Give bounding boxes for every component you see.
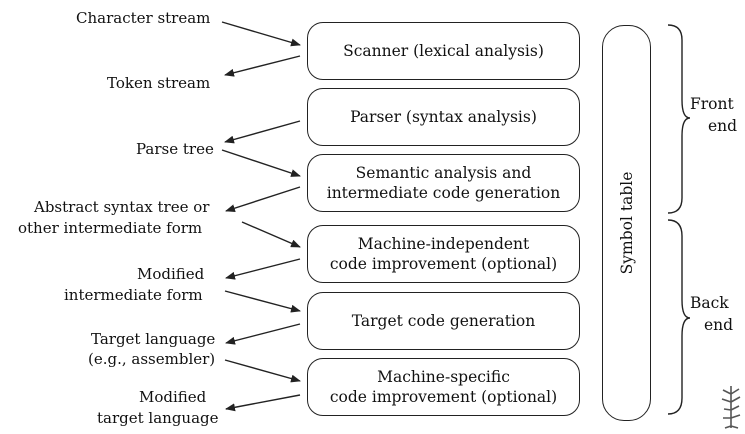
- stage-target-text: Target code generation: [351, 312, 536, 330]
- front-end-line2: end: [708, 117, 738, 135]
- back-end-line1: Back: [690, 294, 729, 312]
- stage-parser-text: Parser (syntax analysis): [350, 108, 537, 126]
- arrow-parser-to-parsetree: [224, 120, 301, 144]
- arrow-scanner-to-token: [224, 55, 301, 77]
- back-end-brace: [667, 219, 691, 415]
- stage-ms-line2: code improvement (optional): [329, 388, 558, 406]
- publisher-logo-icon: [721, 386, 741, 429]
- stage-mi-line1: Machine-independent: [357, 235, 530, 253]
- arrow-target-to-targetlang: [225, 323, 301, 345]
- arrow-mi-to-modinter: [225, 258, 301, 280]
- symbol-table-box: Symbol table: [602, 25, 651, 421]
- symbol-table-label: Symbol table: [617, 171, 636, 275]
- stage-scanner: Scanner (lexical analysis): [307, 22, 580, 80]
- back-end-label: Back end: [690, 292, 733, 336]
- label-parse-tree: Parse tree: [136, 140, 214, 158]
- label-target-lang-line2: (e.g., assembler): [88, 350, 216, 368]
- stage-scanner-text: Scanner (lexical analysis): [343, 42, 544, 60]
- stage-semantic-line1: Semantic analysis and: [355, 164, 532, 182]
- label-target-lang-line1: Target language: [91, 330, 216, 348]
- label-ast-line2: other intermediate form: [18, 219, 203, 237]
- label-modified-target-line1: Modified: [139, 388, 207, 406]
- arrow-char-to-scanner: [221, 21, 301, 47]
- stage-semantic-analysis: Semantic analysis and intermediate code …: [307, 154, 580, 212]
- stage-machine-independent: Machine-independent code improvement (op…: [307, 225, 580, 283]
- label-modified-target-line2: target language: [97, 409, 219, 427]
- front-end-label: Front end: [690, 93, 737, 137]
- arrow-target-to-ms: [224, 359, 301, 383]
- label-modified-inter-line2: intermediate form: [64, 286, 203, 304]
- label-ast-line1: Abstract syntax tree or: [34, 198, 210, 216]
- stage-ms-line1: Machine-specific: [377, 368, 510, 386]
- arrow-ms-to-modtarget: [225, 394, 301, 412]
- stage-machine-specific: Machine-specific code improvement (optio…: [307, 358, 580, 416]
- arrow-ast-to-mi: [241, 221, 301, 248]
- front-end-line1: Front: [690, 95, 734, 113]
- stage-semantic-line2: intermediate code generation: [326, 184, 561, 202]
- arrow-modinter-to-target: [224, 290, 301, 313]
- front-end-brace: [667, 24, 691, 214]
- label-character-stream: Character stream: [76, 9, 211, 27]
- back-end-line2: end: [704, 316, 734, 334]
- arrow-semantic-to-ast: [225, 186, 301, 213]
- label-token-stream: Token stream: [107, 74, 211, 92]
- arrow-parsetree-to-semantic: [221, 149, 301, 177]
- label-modified-inter-line1: Modified: [137, 265, 205, 283]
- stage-target-code-generation: Target code generation: [307, 292, 580, 350]
- stage-parser: Parser (syntax analysis): [307, 88, 580, 146]
- stage-mi-line2: code improvement (optional): [329, 255, 558, 273]
